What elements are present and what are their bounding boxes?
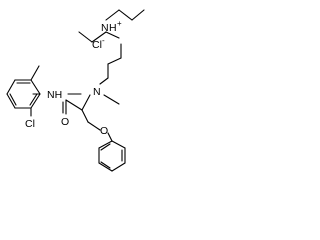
n-methyl-bond [103, 94, 120, 105]
ethylene-linker [99, 43, 122, 85]
backbone [65, 93, 101, 131]
ammonium-h-label: H [109, 22, 117, 34]
chloride-label: Cl [92, 39, 102, 51]
chloride-charge: - [102, 36, 105, 45]
ammonium-n-label: N [101, 22, 109, 34]
phenoxy-ring [98, 140, 126, 172]
molecule-structure: N H + Cl - N NH Cl O O [6, 9, 145, 172]
ethyl-groups [78, 9, 145, 43]
aryl-ring [6, 79, 41, 109]
ether-bond [107, 132, 113, 142]
ammonium-charge: + [117, 19, 122, 28]
amide-nh-label: NH [47, 89, 62, 101]
ether-o-label: O [100, 125, 108, 137]
amine-n-label: N [93, 86, 101, 98]
carbonyl-o-label: O [61, 116, 69, 128]
aryl-chloro-label: Cl [25, 118, 35, 130]
carbonyl-bond [62, 99, 67, 115]
aryl-methyl-bond [30, 65, 40, 81]
